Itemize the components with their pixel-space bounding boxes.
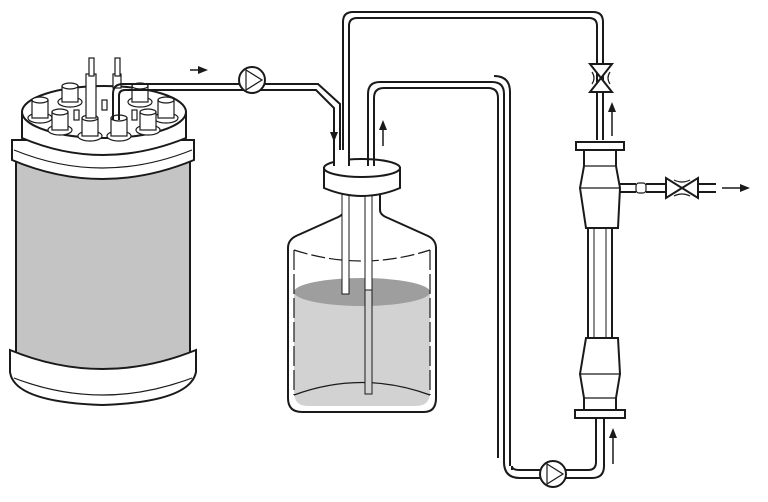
lid-ports bbox=[27, 57, 179, 142]
port bbox=[153, 96, 179, 124]
port bbox=[47, 108, 73, 136]
flow-arrow-down bbox=[330, 118, 338, 142]
port bbox=[27, 96, 53, 124]
liquid-surface bbox=[294, 278, 430, 306]
flow-arrow-up-top bbox=[608, 102, 616, 136]
liquid bbox=[294, 290, 430, 406]
flow-arrow-up bbox=[379, 120, 387, 146]
bioreactor-vessel bbox=[9, 57, 197, 407]
flow-arrow-outlet bbox=[722, 184, 750, 192]
return-line-top bbox=[342, 11, 604, 162]
filter-module bbox=[574, 141, 716, 419]
probe bbox=[112, 57, 122, 89]
feed-pump bbox=[238, 66, 266, 94]
valve-outlet bbox=[665, 176, 699, 200]
recirculation-line bbox=[367, 75, 540, 479]
probe bbox=[85, 57, 97, 119]
port bbox=[57, 82, 83, 108]
port bbox=[135, 108, 161, 136]
port bbox=[106, 114, 132, 142]
recirculation-pump bbox=[539, 460, 567, 488]
port bbox=[127, 82, 153, 108]
port bbox=[77, 114, 103, 142]
vessel-body bbox=[15, 159, 191, 379]
reservoir-bottle bbox=[287, 150, 437, 413]
filter-inlet-line bbox=[566, 418, 605, 479]
flow-arrow-right bbox=[190, 66, 208, 74]
vessel-bottom-band bbox=[9, 348, 197, 407]
flow-arrow-up-bottom bbox=[609, 428, 617, 464]
valve-top bbox=[587, 63, 615, 93]
